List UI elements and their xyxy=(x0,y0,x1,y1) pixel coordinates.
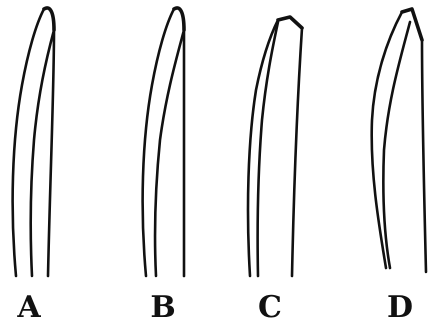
shape-d-outer-line xyxy=(372,12,402,268)
shape-a-tip xyxy=(44,8,54,30)
shape-b xyxy=(143,8,184,276)
shape-d-tip xyxy=(402,9,422,40)
shape-d xyxy=(372,9,426,272)
shape-b-tip xyxy=(174,8,184,30)
panel-label-b: B xyxy=(143,291,183,325)
shape-c-outer-line xyxy=(248,20,278,276)
shape-a-outer-line xyxy=(13,9,44,276)
shape-c-right-line xyxy=(292,28,302,276)
shape-a-right-line xyxy=(48,30,54,276)
shape-b-outer-line xyxy=(143,9,174,276)
shape-a xyxy=(13,8,54,276)
shape-d-inner-line xyxy=(383,22,410,268)
panel-label-c: C xyxy=(250,291,290,325)
panel-label-d: D xyxy=(380,291,420,325)
shape-c xyxy=(248,17,302,276)
shape-c-tip xyxy=(278,17,302,28)
shape-d-right-line xyxy=(422,40,426,272)
panel-label-a: A xyxy=(9,291,49,325)
shape-b-inner-line xyxy=(155,30,184,276)
shape-c-inner-line xyxy=(258,22,278,276)
